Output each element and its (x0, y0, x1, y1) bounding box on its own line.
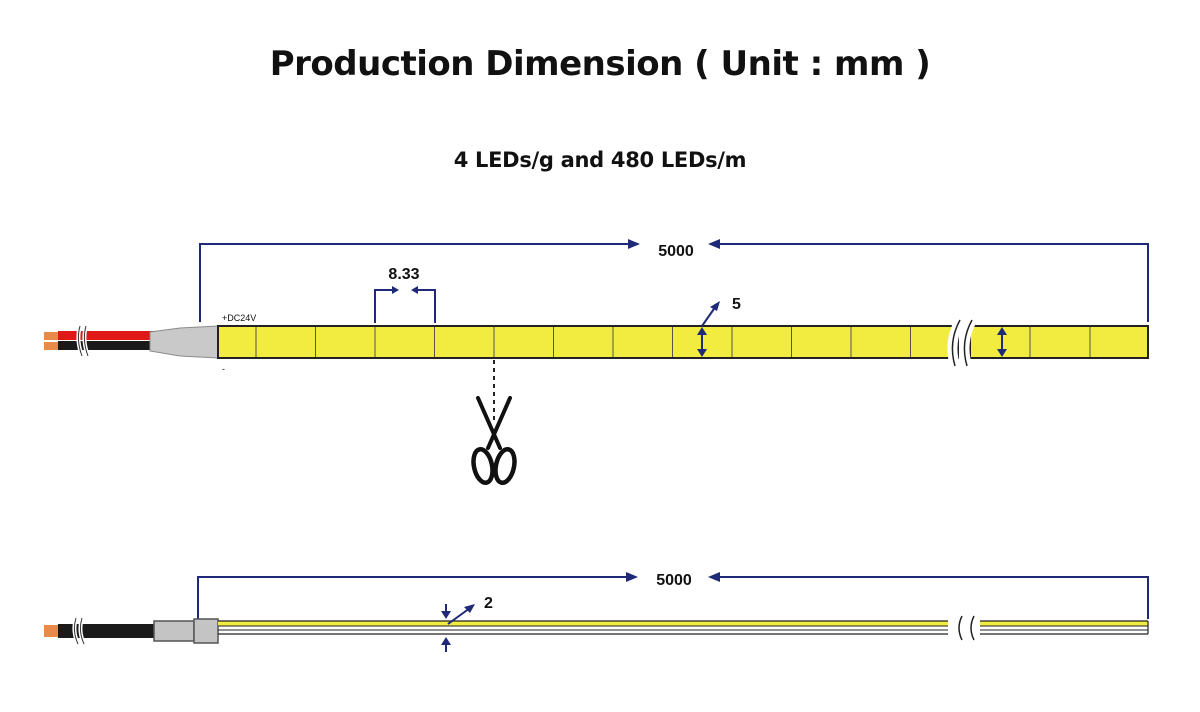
left-arrow-icon (708, 572, 720, 582)
copper-tip-black (44, 342, 58, 350)
right-arrow-icon (626, 572, 638, 582)
top-length-dimension (199, 239, 1149, 322)
connector-end-cap (193, 618, 219, 644)
down-arrow-icon (697, 349, 707, 357)
led-strip-top (217, 325, 959, 359)
down-arrow-icon (441, 611, 451, 619)
pitch-label: 8.33 (388, 266, 419, 283)
top-view: 5000 8.33 +DC24V - (44, 239, 1149, 485)
copper-tip-red (44, 332, 58, 340)
scissors-icon (471, 396, 517, 485)
width-label: 5 (732, 296, 741, 313)
right-arrow-icon (392, 286, 399, 294)
page-subtitle: 4 LEDs/g and 480 LEDs/m (453, 148, 747, 172)
black-cable (58, 624, 158, 638)
led-strip-top-end (969, 325, 1149, 359)
connector-sleeve (153, 620, 195, 642)
down-arrow-icon (997, 349, 1007, 357)
top-length-label: 5000 (658, 243, 694, 260)
up-arrow-icon (697, 327, 707, 335)
up-arrow-icon (441, 637, 451, 645)
side-length-dimension (197, 572, 1149, 619)
polarity-plus-label: +DC24V (222, 313, 256, 323)
thickness-dimension (441, 604, 475, 652)
grey-sleeve (149, 325, 219, 359)
side-view: 5000 2 (44, 572, 1149, 652)
black-wire (58, 341, 164, 350)
copper-tip (44, 625, 58, 637)
strip-side-yellow (218, 621, 948, 626)
pitch-dimension (374, 286, 436, 323)
side-length-label: 5000 (656, 572, 692, 589)
top-wires (44, 325, 164, 357)
segment-dividers (255, 327, 1091, 357)
red-wire (58, 331, 164, 340)
thickness-label: 2 (484, 595, 493, 612)
width-dimension (697, 301, 1007, 357)
strip-side-break-mark (958, 615, 975, 641)
right-arrow-icon (628, 239, 640, 249)
up-arrow-icon (997, 327, 1007, 335)
polarity-minus-label: - (222, 364, 225, 374)
left-arrow-icon (708, 239, 720, 249)
page-title: Production Dimension ( Unit : mm ) (269, 44, 931, 84)
left-arrow-icon (411, 286, 418, 294)
